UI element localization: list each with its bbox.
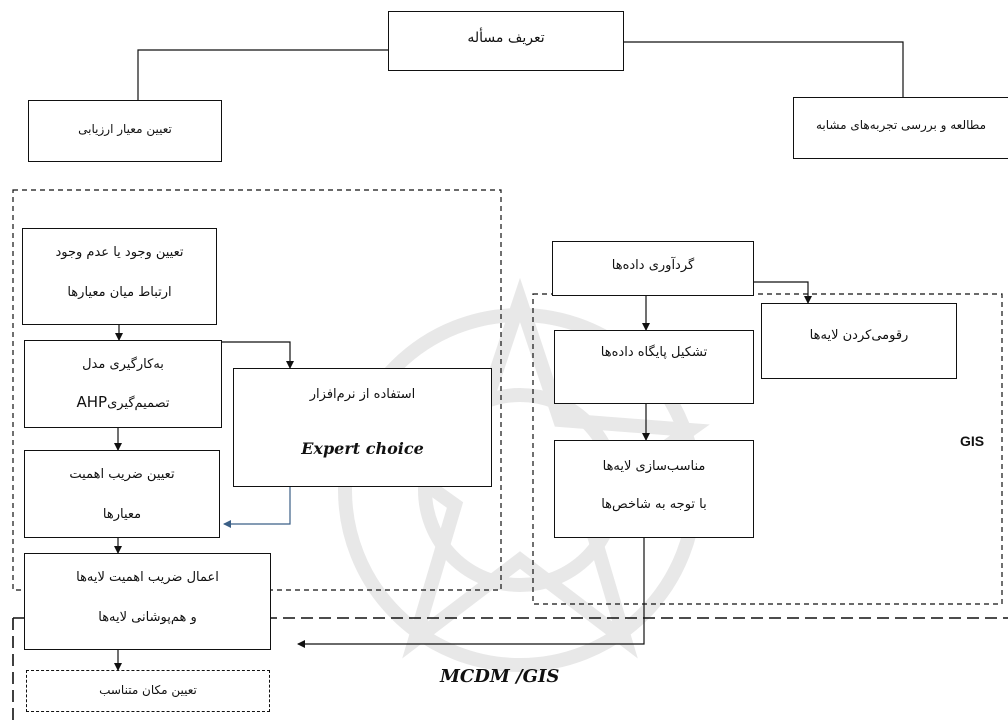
mcdm-group-frame <box>12 189 502 591</box>
fit-layers-line2: با توجه به شاخص‌ها <box>601 497 707 512</box>
fit-layers-box: مناسب‌سازی لایه‌ها با توجه به شاخص‌ها <box>554 440 754 538</box>
database-box: تشکیل پایگاه داده‌ها <box>554 330 754 404</box>
expert-choice-line1: استفاده از نرم‌افزار <box>309 387 416 402</box>
apply-weights-line2: و هم‌پوشانی لایه‌ها <box>98 610 197 625</box>
expert-choice-line2: Expert choice <box>301 439 424 458</box>
apply-weights-box: اعمال ضریب اهمیت لایه‌ها و هم‌پوشانی لای… <box>24 553 271 650</box>
ahp-model-line2-fa: تصمیم‌گیری <box>107 396 170 411</box>
ahp-model-box: به‌کارگیری مدل AHPتصمیم‌گیری <box>24 340 222 428</box>
arrow-collection-to-digitize <box>754 281 812 304</box>
criteria-weights-box: تعیین ضریب اهمیت معیارها <box>24 450 220 538</box>
criteria-weights-line1: تعیین ضریب اهمیت <box>69 467 175 482</box>
problem-definition-box: تعریف مسأله <box>388 11 624 71</box>
criteria-relation-box: تعیین وجود یا عدم وجود ارتباط میان معیار… <box>22 228 217 325</box>
digitize-layers-box: رقومی‌کردن لایه‌ها <box>761 303 957 379</box>
criteria-relation-line2: ارتباط میان معیارها <box>67 285 172 300</box>
gis-group-frame <box>532 293 1003 605</box>
data-collection-box: گردآوری داده‌ها <box>552 241 754 296</box>
connector-problem-to-experiences <box>624 41 904 97</box>
suitable-location-label: تعیین مکان متناسب <box>99 683 197 697</box>
arrow-fit-to-apply <box>297 522 645 648</box>
database-label: تشکیل پایگاه داده‌ها <box>600 345 708 360</box>
suitable-location-box: تعیین مکان متناسب <box>26 670 270 712</box>
problem-definition-label: تعریف مسأله <box>467 30 545 46</box>
fit-layers-line1: مناسب‌سازی لایه‌ها <box>602 459 706 474</box>
connector-problem-to-criteria <box>137 49 388 100</box>
similar-experiences-label: مطالعه و بررسی تجربه‌های مشابه <box>815 118 987 132</box>
ahp-model-line1: به‌کارگیری مدل <box>82 357 164 372</box>
data-collection-label: گردآوری داده‌ها <box>611 258 695 273</box>
ahp-model-line2: AHPتصمیم‌گیری <box>25 393 221 411</box>
expert-choice-box: استفاده از نرم‌افزار Expert choice <box>233 368 492 487</box>
apply-weights-line1: اعمال ضریب اهمیت لایه‌ها <box>76 570 219 585</box>
gis-label: GIS <box>960 433 985 449</box>
criteria-weights-line2: معیارها <box>102 507 142 522</box>
criteria-relation-line1: تعیین وجود یا عدم وجود <box>55 245 184 260</box>
evaluation-criteria-box: تعیین معیار ارزیابی <box>28 100 222 162</box>
evaluation-criteria-label: تعیین معیار ارزیابی <box>78 122 172 136</box>
ahp-acronym: AHP <box>76 393 108 411</box>
mcdm-gis-label: MCDM /GIS <box>440 666 560 687</box>
similar-experiences-box: مطالعه و بررسی تجربه‌های مشابه <box>793 97 1008 159</box>
arrow-ahp-to-software <box>222 341 294 369</box>
arrow-software-to-weights <box>223 487 291 528</box>
digitize-layers-label: رقومی‌کردن لایه‌ها <box>809 328 909 343</box>
